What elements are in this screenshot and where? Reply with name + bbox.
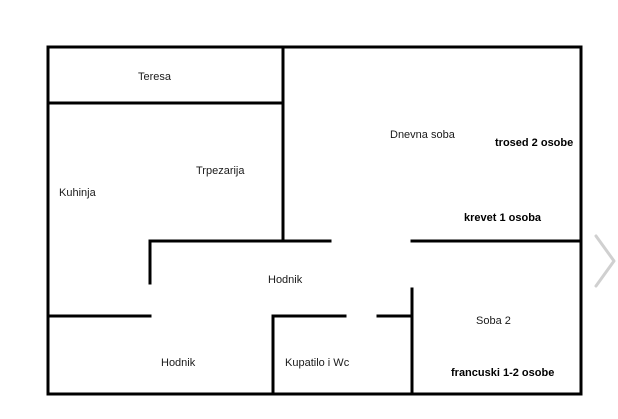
furniture-labels: trosed 2 osobe krevet 1 osoba francuski … — [451, 137, 573, 379]
label-kitchen: Kuhinja — [59, 187, 97, 199]
label-living-room: Dnevna soba — [390, 129, 456, 141]
label-single-bed: krevet 1 osoba — [464, 212, 542, 224]
room-labels: Teresa Dnevna soba Trpezarija Kuhinja Ho… — [59, 71, 511, 369]
label-hall-center: Hodnik — [268, 274, 303, 286]
label-hall-bottom: Hodnik — [161, 357, 196, 369]
next-arrow-button[interactable] — [594, 234, 616, 288]
label-sofa: trosed 2 osobe — [495, 137, 573, 149]
label-terrace: Teresa — [138, 71, 172, 83]
chevron-right-icon — [594, 234, 616, 288]
walls — [46, 45, 583, 396]
label-bedroom-2: Soba 2 — [476, 315, 511, 327]
label-dining: Trpezarija — [196, 165, 245, 177]
label-bathroom: Kupatilo i Wc — [285, 357, 350, 369]
label-double-bed: francuski 1-2 osobe — [451, 367, 554, 379]
